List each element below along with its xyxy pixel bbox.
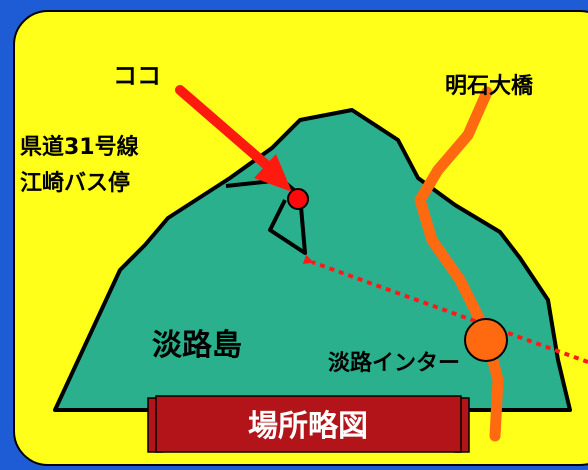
red-dot-icon: [287, 188, 309, 210]
orange-circle-icon: [464, 318, 508, 362]
dotted-route: [302, 254, 588, 364]
red-arrow-head: [254, 154, 292, 192]
label-bus-stop-line1: 県道31号線: [20, 134, 139, 160]
label-here: ココ: [113, 62, 161, 90]
label-island: 淡路島: [152, 328, 242, 363]
label-bridge: 明石大橋: [445, 74, 534, 99]
banner-title: 場所略図: [248, 409, 368, 444]
label-interchange: 淡路インター: [328, 350, 460, 376]
red-arrow-icon: [175, 85, 275, 173]
akashi-bridge-road: [414, 86, 504, 442]
label-bus-stop-line2: 江崎バス停: [20, 170, 130, 196]
title-banner: 場所略図: [147, 395, 470, 453]
